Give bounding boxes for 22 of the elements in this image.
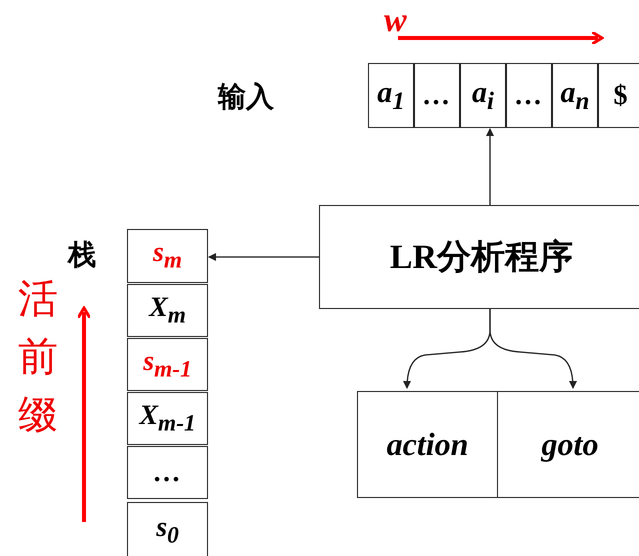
stack-cell: s$_{m-1}$ [127,338,208,391]
stack-cell: X$_{m-1}$ [127,392,208,445]
input-cell: $ [598,63,639,128]
stack-cell: X$_{m}$ [127,284,208,337]
input-cell: a$_{i}$ [460,63,506,128]
input-cell: … [414,63,460,128]
stack-cell: … [127,446,208,499]
program-box: LR分析程序 [319,205,639,309]
stack-label: 栈 [68,239,96,273]
input-cell: a$_{1}$ [368,63,414,128]
table-cell: goto [497,391,639,498]
variable-label: w [384,2,407,40]
input-cell: … [506,63,552,128]
input-cell: a$_{n}$ [552,63,598,128]
viable-prefix-label: 活前缀 [18,275,58,439]
arrow [486,128,494,205]
table-cell: action [357,391,498,498]
arrow [208,253,319,261]
input-label: 输入 [218,81,274,115]
stack-cell: s$_{m}$ [127,229,208,283]
stack-cell: s$_{0}$ [127,502,208,556]
arrow [489,309,577,389]
